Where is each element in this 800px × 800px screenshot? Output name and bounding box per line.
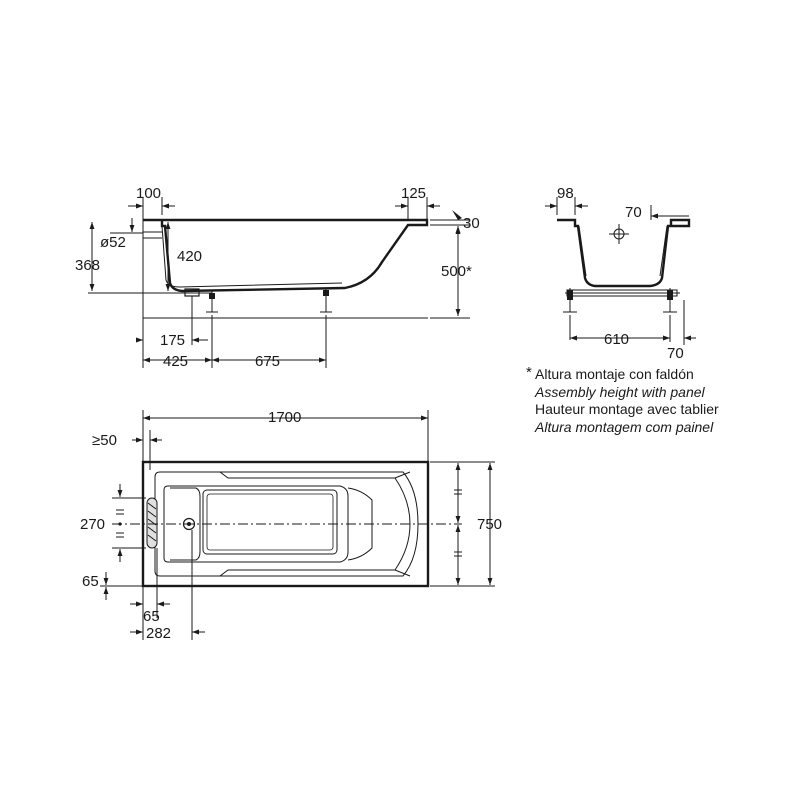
end-dimension-arrows [545,203,696,341]
side-dimension-arrows [89,203,462,363]
tub-floor-panel [202,489,338,555]
tub-legs [206,288,332,313]
dim-425: 425 [163,353,188,370]
note-line-pt: Altura montagem com painel [535,418,714,435]
note-asterisk: * [526,364,532,381]
note-line-es: Altura montaje con faldón [535,366,694,382]
dim-98: 98 [557,185,574,202]
dim-65-left: 65 [82,573,99,590]
plan-view: 1700 ≥50 270 750 65 65 282 [80,409,502,642]
dim-70-top: 70 [625,204,642,221]
overflow-pipe [143,231,162,239]
dim-1700: 1700 [268,409,301,426]
tub-basin-outer [154,471,419,577]
side-extension-lines [88,197,470,368]
end-view: 98 70 610 70 [545,185,696,362]
dim-175: 175 [160,332,185,349]
dim-100: 100 [136,185,161,202]
plan-extension-lines [100,410,495,640]
dim-750: 750 [477,516,502,533]
dim-min-50: ≥50 [92,432,117,449]
equal-marks [116,489,462,557]
plan-dimension-arrows [103,415,493,635]
assembly-height-note: * Altura montaje con faldón Assembly hei… [526,364,719,436]
tub-basin-inner [163,485,349,563]
dim-675: 675 [255,353,280,370]
dim-500: 500* [441,263,472,280]
dim-270: 270 [80,516,105,533]
dim-70-bottom: 70 [667,345,684,362]
tub-end-inner [578,225,668,277]
end-legs [563,288,677,313]
dim-368: 368 [75,257,100,274]
dim-610: 610 [604,331,629,348]
overflow-grip [146,497,158,549]
dim-diameter-52: ø52 [100,234,126,251]
side-view: 100 125 30 ø52 368 420 500* 175 425 675 [75,185,480,370]
dim-125: 125 [401,185,426,202]
armrest-curves [219,471,411,577]
dim-420: 420 [177,248,202,265]
tub-end-profile [557,218,691,288]
dim-30: 30 [463,215,480,232]
note-line-en: Assembly height with panel [535,383,705,400]
dim-282: 282 [146,625,171,642]
dim-65-bottom: 65 [143,608,160,625]
overflow-symbol [609,224,629,244]
note-line-fr: Hauteur montage avec tablier [535,401,719,417]
